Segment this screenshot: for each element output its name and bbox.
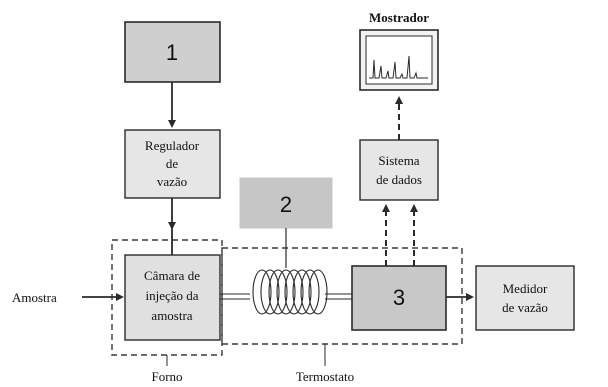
termostato-label: Termostato <box>296 369 354 384</box>
camara-de-injecao-box <box>124 254 221 341</box>
camara-label-line3: amostra <box>151 308 192 323</box>
box-2 <box>239 177 333 229</box>
sistema-de-dados-box <box>359 139 439 201</box>
box-3 <box>351 265 447 331</box>
box-2-label: 2 <box>280 192 292 217</box>
regulador-label-line2: de <box>166 156 179 171</box>
chromatogram-trace <box>369 55 428 79</box>
mostrador-label: Mostrador <box>369 10 429 25</box>
sistema-label-line1: Sistema <box>378 153 419 168</box>
medidor-de-vazao-box <box>475 265 575 331</box>
camara-label-line1: Câmara de <box>144 268 200 283</box>
box-1 <box>124 21 221 83</box>
regulador-de-vazao-box <box>124 129 221 199</box>
regulador-label-line1: Regulador <box>145 138 200 153</box>
mostrador-display-screen <box>365 35 433 85</box>
forno-label: Forno <box>151 369 182 384</box>
medidor-label-line2: de vazão <box>502 300 548 315</box>
column-coil <box>220 269 352 315</box>
box-1-label: 1 <box>166 40 178 65</box>
camara-label-line2: injeção da <box>145 288 198 303</box>
amostra-label: Amostra <box>12 290 57 305</box>
sistema-label-line2: de dados <box>376 172 422 187</box>
termostato-enclosure <box>221 247 463 345</box>
regulador-label-line3: vazão <box>157 174 187 189</box>
box-3-label: 3 <box>393 285 405 310</box>
medidor-label-line1: Medidor <box>503 281 548 296</box>
